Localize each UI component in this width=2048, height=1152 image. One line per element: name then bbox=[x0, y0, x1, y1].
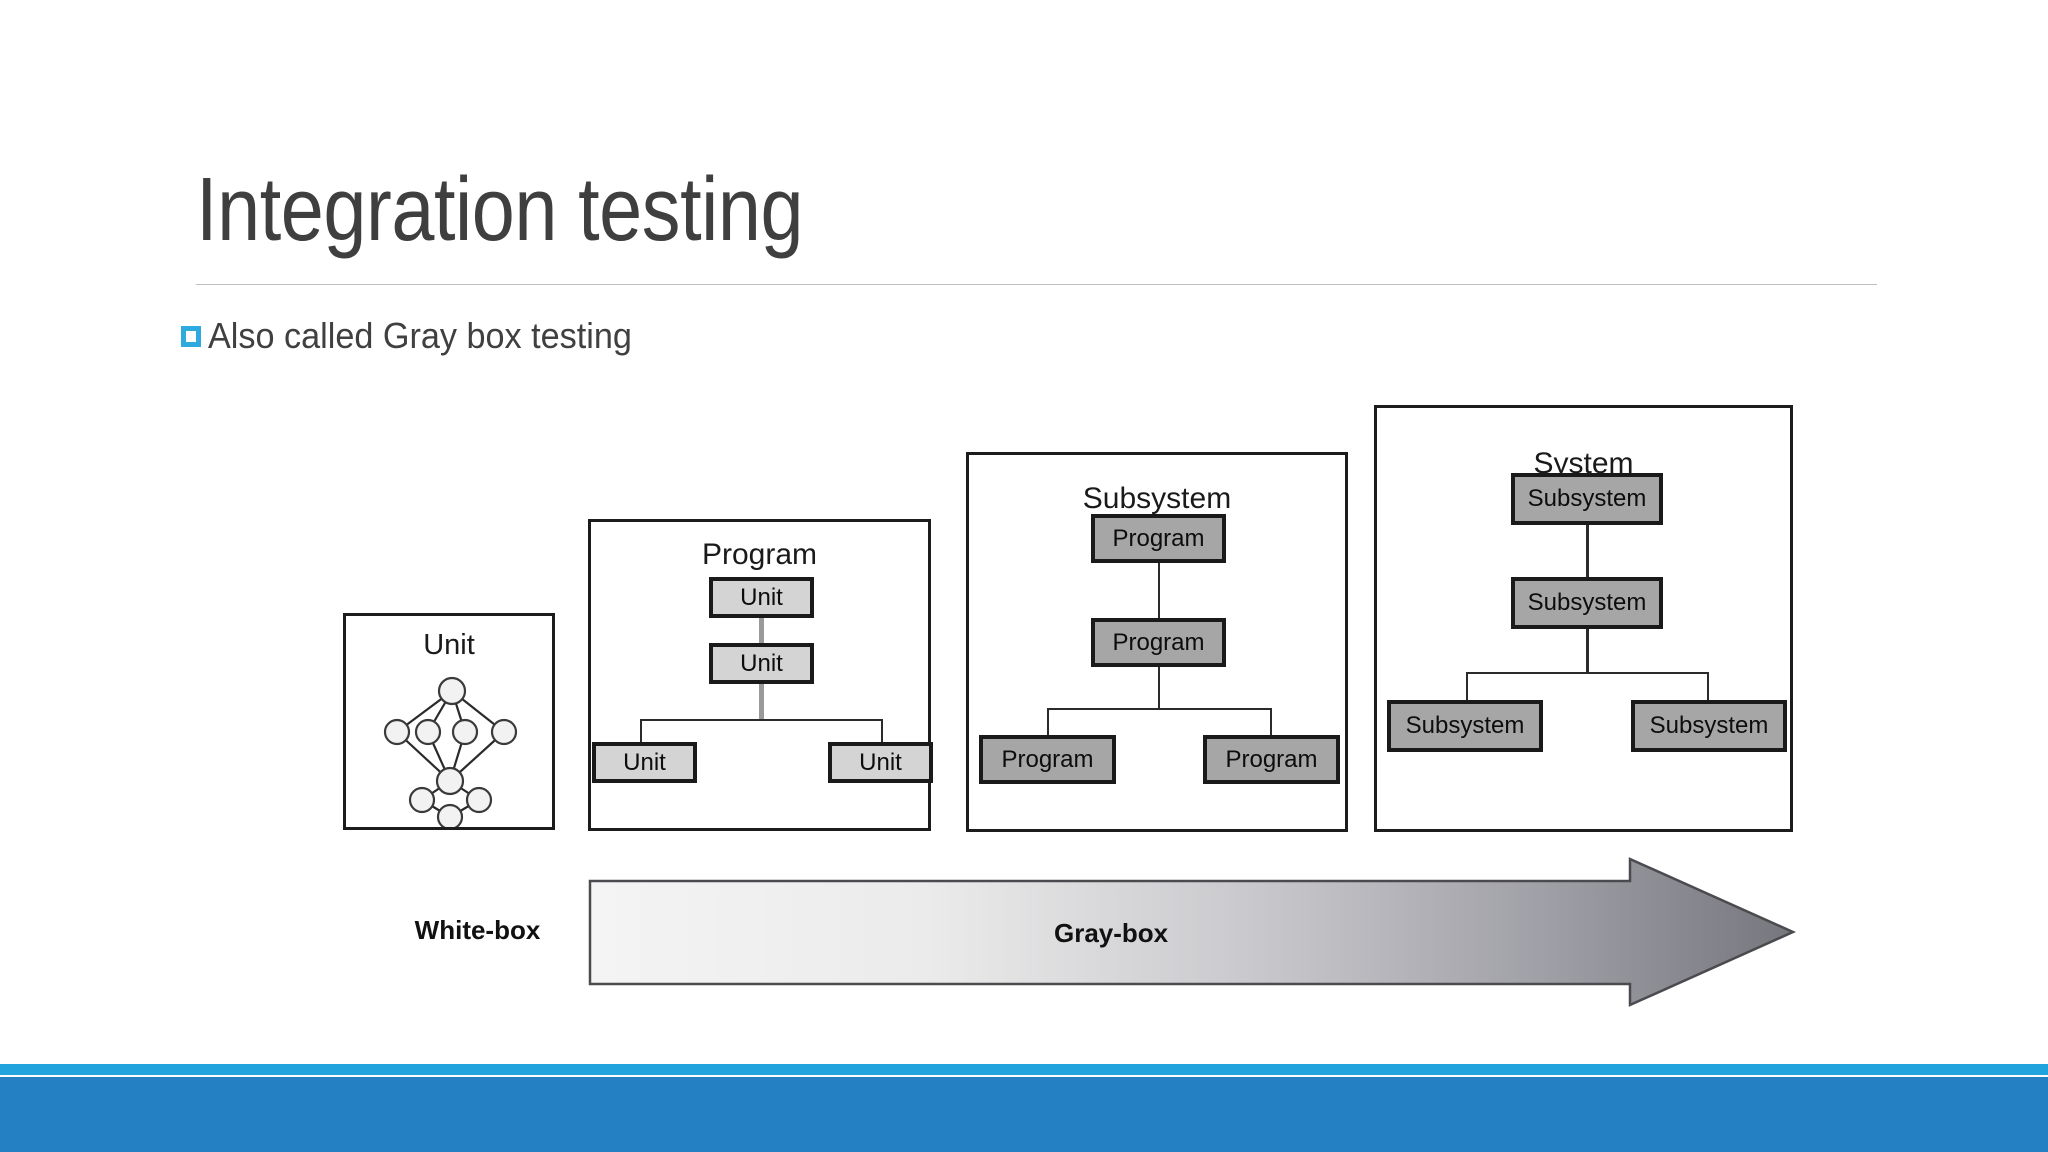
node-box: Unit bbox=[709, 643, 814, 684]
white-box-label: White-box bbox=[414, 915, 541, 945]
node-box: Program bbox=[979, 735, 1116, 784]
connector-l1-l2 bbox=[1158, 563, 1160, 621]
node-box: Subsystem bbox=[1511, 577, 1663, 629]
node-box: Subsystem bbox=[1387, 700, 1543, 752]
testing-levels-diagram: White-box Gray-box Unit bbox=[343, 405, 1797, 1037]
control-flow-graph-icon bbox=[372, 669, 532, 832]
panel-unit-title: Unit bbox=[423, 629, 475, 661]
connector-bus bbox=[640, 719, 883, 721]
connector-bus-right-drop bbox=[1707, 672, 1709, 701]
node-box-label: Program bbox=[1112, 524, 1205, 552]
node-box: Program bbox=[1091, 618, 1226, 667]
node-box: Unit bbox=[592, 742, 697, 783]
footer-accent-strip bbox=[0, 1064, 2048, 1075]
panel-unit: Unit bbox=[343, 613, 555, 832]
node-box-label: Program bbox=[1225, 745, 1318, 773]
node-box: Program bbox=[1091, 514, 1226, 563]
connector-bus-left-drop bbox=[1047, 708, 1049, 736]
connector-bus-left-drop bbox=[1466, 672, 1468, 701]
node-box-label: Subsystem bbox=[1527, 589, 1647, 616]
bullet-item-label: Also called Gray box testing bbox=[208, 315, 632, 356]
connector-bus bbox=[1466, 672, 1709, 674]
node-box: Program bbox=[1203, 735, 1340, 784]
node-box-label: Subsystem bbox=[1405, 712, 1525, 739]
connector-l2-stem bbox=[1158, 667, 1160, 709]
node-box-label: Subsystem bbox=[1527, 485, 1647, 512]
panel-system: System Subsystem Subsystem Subsystem Sub… bbox=[1374, 405, 1793, 832]
connector-bus-left-drop bbox=[640, 719, 642, 743]
node-box: Subsystem bbox=[1631, 700, 1787, 752]
node-box-label: Unit bbox=[740, 583, 783, 611]
page-title: Integration testing bbox=[196, 160, 804, 260]
connector-bus-right-drop bbox=[881, 719, 883, 743]
connector-l1-l2 bbox=[759, 616, 764, 665]
connector-bus-right-drop bbox=[1270, 708, 1272, 736]
panel-subsystem-title: Subsystem bbox=[1082, 482, 1232, 515]
panel-program-title: Program bbox=[701, 538, 818, 571]
node-box: Unit bbox=[709, 577, 814, 618]
node-box-label: Subsystem bbox=[1649, 712, 1769, 739]
panel-program: Program Unit Unit Unit Unit bbox=[588, 519, 933, 831]
node-box: Subsystem bbox=[1511, 473, 1663, 525]
node-box: Unit bbox=[828, 742, 933, 783]
node-box-label: Unit bbox=[623, 748, 666, 776]
connector-l2-stem bbox=[759, 681, 764, 720]
connector-bus bbox=[1047, 708, 1272, 710]
title-divider bbox=[196, 284, 1877, 285]
node-box-label: Unit bbox=[859, 748, 902, 776]
hollow-square-bullet-icon bbox=[181, 325, 201, 347]
connector-l1-l2 bbox=[1586, 525, 1589, 583]
progression-arrow bbox=[588, 857, 1797, 1037]
connector-l2-stem bbox=[1586, 629, 1589, 673]
bullet-item: Also called Gray box testing bbox=[181, 318, 654, 354]
panel-subsystem: Subsystem Program Program Program Progra… bbox=[966, 452, 1348, 832]
node-box-label: Program bbox=[1112, 628, 1205, 656]
node-box-label: Program bbox=[1001, 745, 1094, 773]
footer-band bbox=[0, 1077, 2048, 1152]
node-box-label: Unit bbox=[740, 649, 783, 677]
gray-box-label: Gray-box bbox=[1054, 918, 1169, 948]
